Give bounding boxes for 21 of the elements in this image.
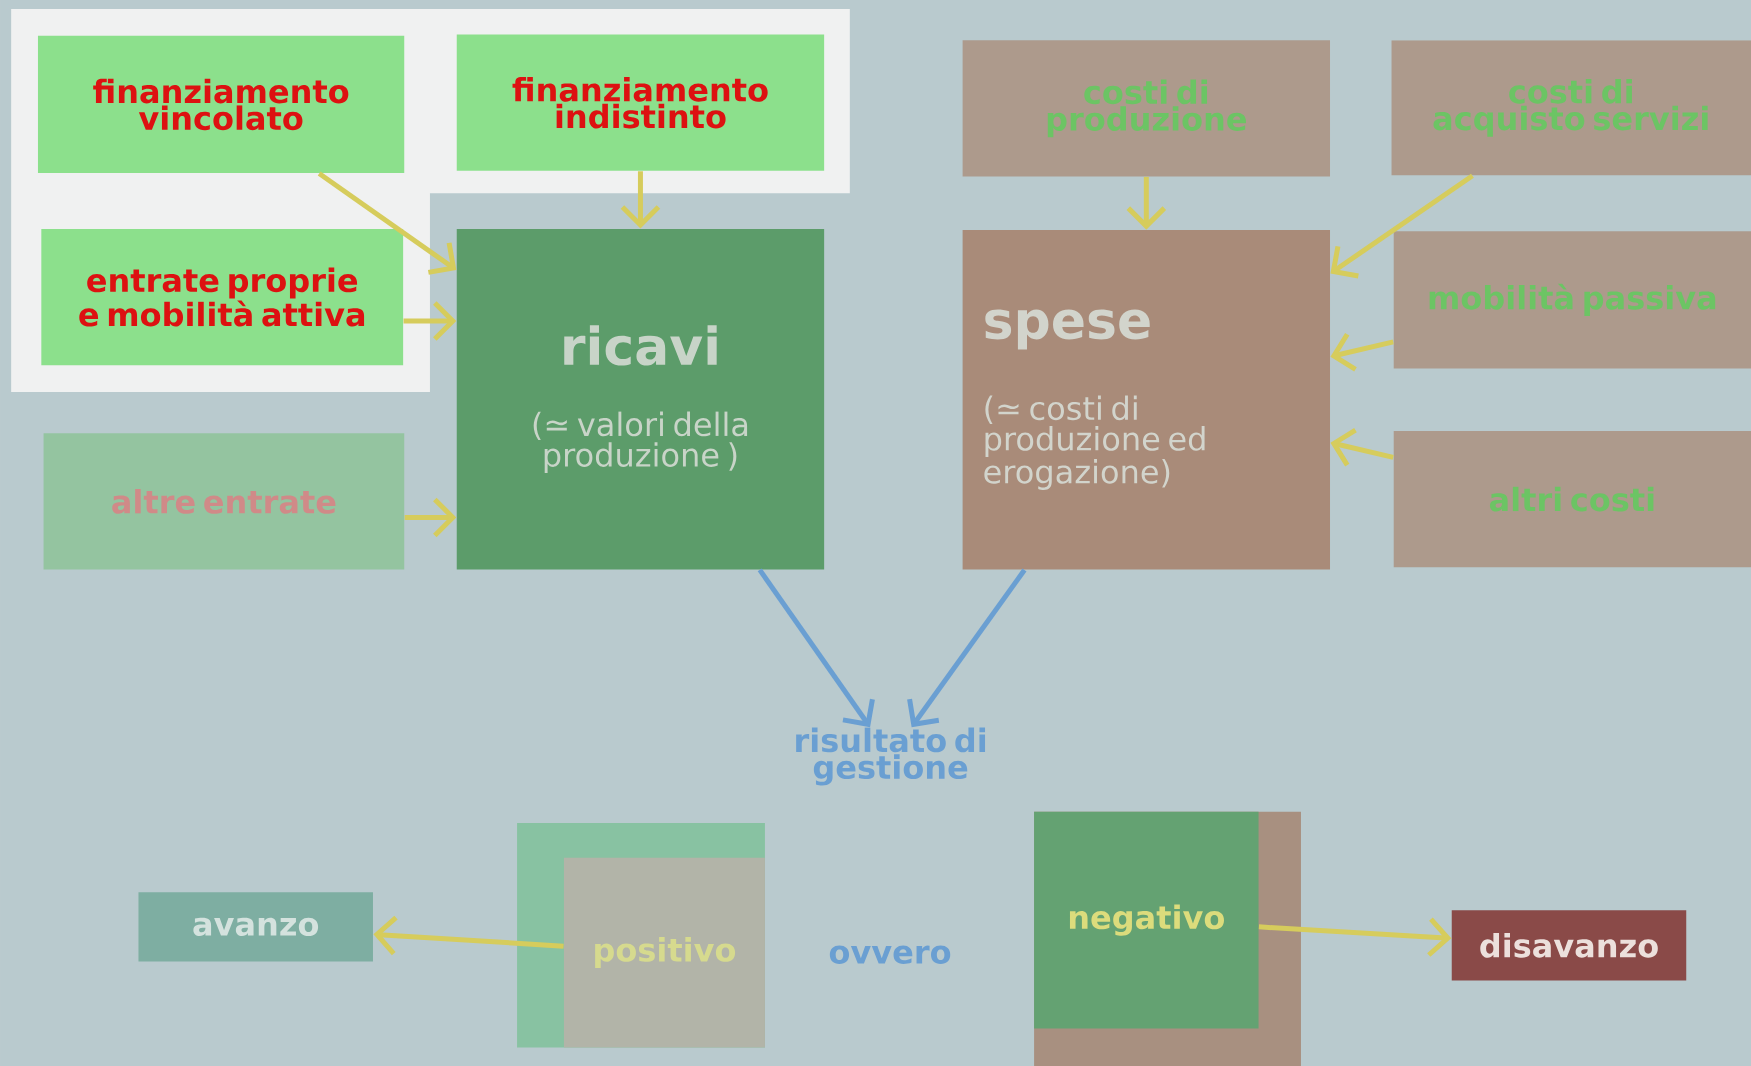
connector-word: ovvero xyxy=(829,945,951,964)
cost-box: costi di produzione xyxy=(962,40,1330,177)
arrow xyxy=(317,171,457,275)
arrow xyxy=(1330,173,1474,279)
arrow xyxy=(907,568,1027,727)
expense-box: spese (≃ costi di produzione ed erogazione) xyxy=(962,229,1330,570)
income-box: altre entrate xyxy=(43,433,405,570)
deficit-box: disavanzo xyxy=(1451,909,1687,981)
surplus-box: avanzo xyxy=(138,892,373,962)
cost-box: altri costi xyxy=(1393,430,1751,568)
result-text: risultato di gestione xyxy=(796,727,986,786)
cost-box: mobilità passiva xyxy=(1393,230,1751,369)
cost-box: costi di acquisto servizi xyxy=(1391,40,1751,176)
arrow xyxy=(1258,917,1452,957)
arrow xyxy=(373,915,564,955)
arrow xyxy=(757,568,875,727)
funding-box: finanziamento vincolato xyxy=(37,35,405,173)
revenue-box: ricavi (≃ valori della produzione ) xyxy=(456,228,825,570)
negative-box: negativo xyxy=(1034,811,1301,1066)
funding-box: entrate proprie e mobilità attiva xyxy=(41,228,404,365)
funding-box: finanziamento indistinto xyxy=(456,34,825,171)
